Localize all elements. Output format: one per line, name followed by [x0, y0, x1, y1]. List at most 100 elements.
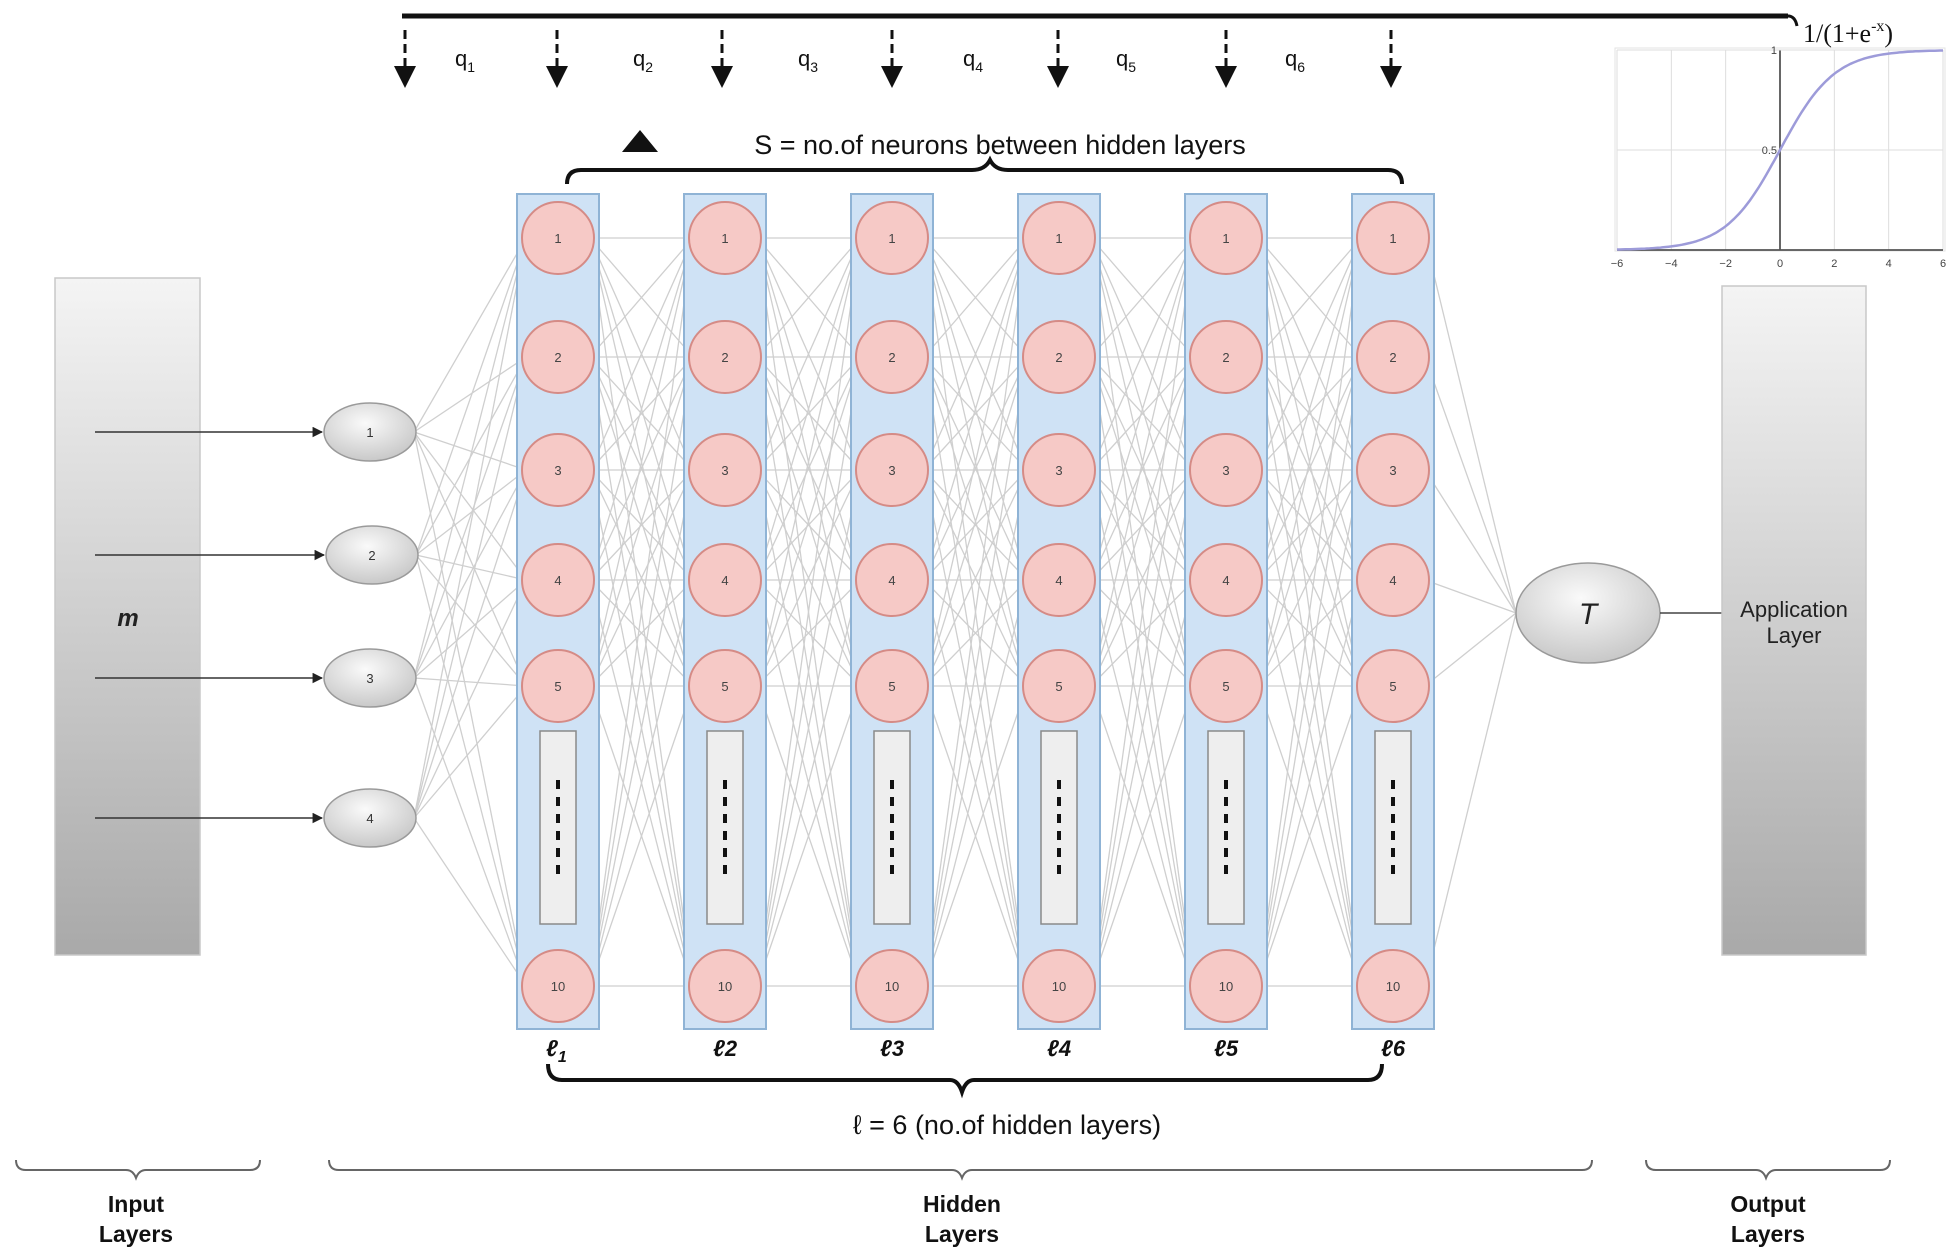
connection-edge: [589, 685, 694, 987]
svg-text:2: 2: [554, 350, 561, 365]
neuron: 5: [1022, 649, 1096, 723]
output-layers-label: Output: [1730, 1191, 1806, 1217]
connection-edge: [1257, 237, 1362, 471]
connection-edge: [413, 356, 527, 679]
svg-text:5: 5: [554, 679, 561, 694]
hidden-layers-label: Hidden: [923, 1191, 1001, 1217]
l-label: ℓ = 6 (no.of hidden layers): [853, 1110, 1161, 1140]
connection-edge: [413, 685, 527, 819]
neuron: 1: [688, 201, 762, 275]
s-label: S = no.of neurons between hidden layers: [754, 130, 1246, 160]
connection-edge: [1424, 237, 1517, 614]
input-arrows: [95, 426, 326, 824]
down-arrow-icon: [1047, 30, 1069, 88]
connection-edge: [1090, 237, 1195, 987]
connection-edge: [413, 356, 527, 819]
svg-text:1: 1: [1055, 231, 1062, 246]
q-label: q5: [1116, 46, 1136, 75]
l-annotation: ℓ = 6 (no.of hidden layers): [546, 1063, 1384, 1140]
input-nodes: 1 2 3 4: [323, 402, 419, 848]
ellipsis-box: [1040, 730, 1078, 925]
ellipsis-box: [873, 730, 911, 925]
ellipsis-dot: [890, 797, 894, 806]
connection-edge: [1257, 356, 1362, 687]
connection-edge: [1090, 469, 1195, 687]
svg-text:5: 5: [1055, 679, 1062, 694]
connection-edge: [413, 469, 527, 679]
neuron: 3: [855, 433, 929, 507]
ellipsis-box: [1374, 730, 1412, 925]
svg-text:2: 2: [1222, 350, 1229, 365]
s-annotation: S = no.of neurons between hidden layers: [565, 130, 1404, 185]
connection-edge: [413, 237, 527, 819]
neuron: 2: [1022, 320, 1096, 394]
svg-text:10: 10: [551, 979, 565, 994]
connection-edge: [756, 685, 861, 987]
connection-edge: [415, 554, 527, 987]
svg-text:3: 3: [1389, 463, 1396, 478]
connection-edge: [923, 469, 1028, 581]
neuron: 5: [521, 649, 595, 723]
svg-text:10: 10: [718, 979, 732, 994]
q-label: q4: [963, 46, 983, 75]
application-layer-label: Application: [1740, 597, 1848, 622]
neuron: 4: [1022, 543, 1096, 617]
neuron: 10: [855, 949, 929, 1023]
down-arrow-icon: [546, 30, 568, 88]
connection-edge: [413, 237, 527, 433]
connection-edge: [1424, 579, 1517, 614]
q-bar: [402, 13, 1799, 27]
connection-edge: [413, 431, 527, 687]
connection-edge: [589, 579, 694, 687]
svg-text:1: 1: [554, 231, 561, 246]
svg-text:10: 10: [1052, 979, 1066, 994]
connection-edge: [415, 469, 527, 556]
connection-edge: [923, 579, 1028, 987]
connection-edge: [1090, 579, 1195, 687]
connection-edge: [589, 237, 694, 687]
ellipsis-box: [539, 730, 577, 925]
connection-edge: [1257, 237, 1362, 358]
connection-edge: [756, 237, 861, 358]
neuron: 3: [1356, 433, 1430, 507]
sigmoid-formula: 1/(1+e-x): [1803, 18, 1893, 48]
connection-edge: [923, 579, 1028, 687]
svg-text:2: 2: [721, 350, 728, 365]
connection-edge: [589, 579, 694, 987]
ellipsis-dot: [1057, 814, 1061, 823]
connection-edge: [1090, 237, 1195, 581]
svg-text:3: 3: [721, 463, 728, 478]
ellipsis-dot: [556, 814, 560, 823]
hidden-layers-label: Layers: [925, 1221, 999, 1247]
neuron: 2: [1189, 320, 1263, 394]
neuron: 10: [1189, 949, 1263, 1023]
connection-edge: [923, 356, 1028, 687]
connection-edge: [1090, 356, 1195, 687]
connection-edge: [413, 431, 527, 471]
svg-text:3: 3: [1055, 463, 1062, 478]
neuron: 10: [688, 949, 762, 1023]
s-brace: [565, 155, 1404, 185]
neuron: 2: [688, 320, 762, 394]
connection-edge: [1090, 356, 1195, 581]
neuron: 3: [688, 433, 762, 507]
output-layers-brace: [1645, 1159, 1891, 1181]
q-label: q1: [455, 46, 475, 75]
connection-edge: [413, 817, 527, 987]
svg-text:10: 10: [1219, 979, 1233, 994]
sigmoid-curve: [1617, 49, 1943, 251]
connection-edge: [756, 469, 861, 581]
neuron: 4: [1356, 543, 1430, 617]
down-arrow-icon: [881, 30, 903, 88]
sigmoid-x-tick: 6: [1940, 258, 1946, 270]
input-node: 3: [323, 648, 417, 708]
connection-edge: [756, 356, 861, 581]
neuron: 4: [521, 543, 595, 617]
ellipsis-dot: [1391, 780, 1395, 789]
svg-text:2: 2: [368, 548, 375, 563]
ellipsis-dot: [723, 831, 727, 840]
sigmoid-grid: [1616, 49, 1944, 251]
connection-edge: [1090, 356, 1195, 987]
connection-edge: [1090, 237, 1195, 471]
